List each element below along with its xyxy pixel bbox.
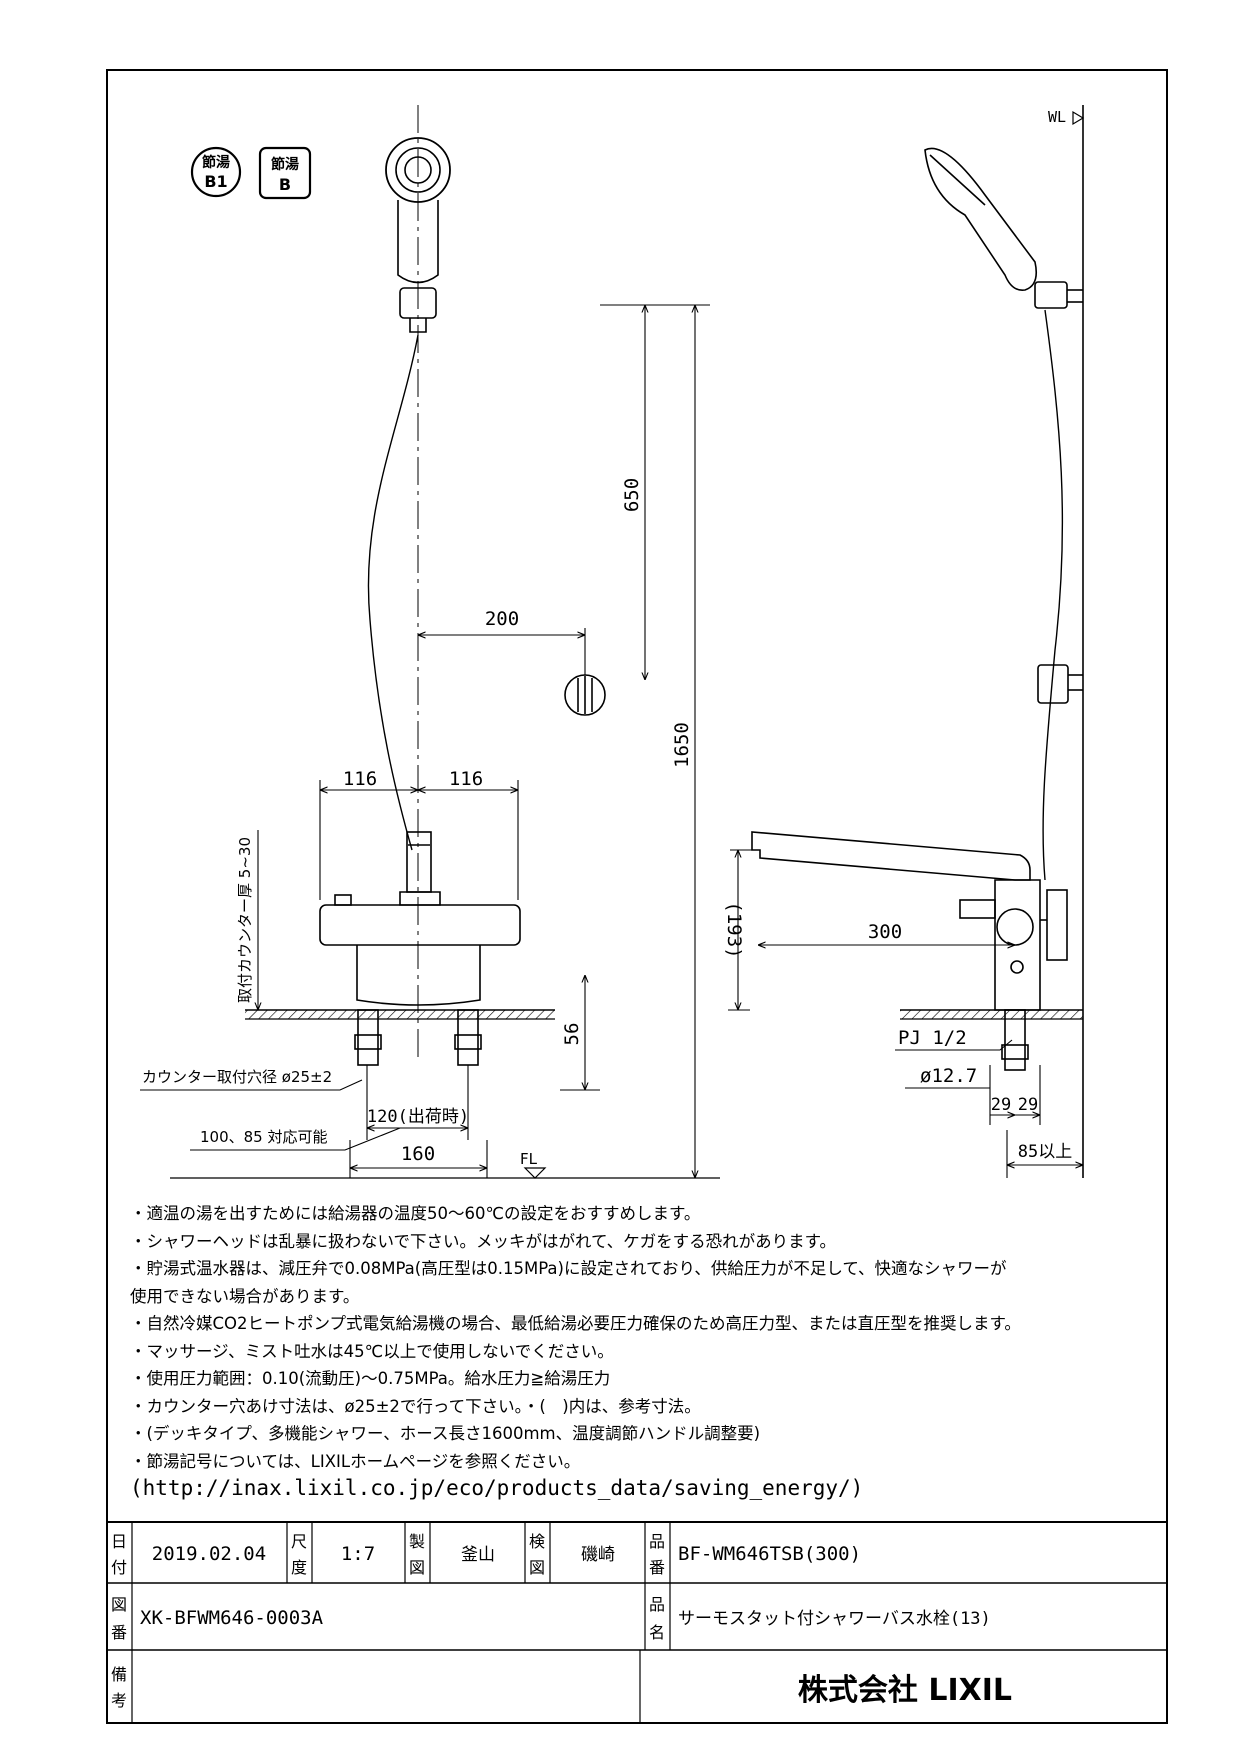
label-pitch: 100、85 対応可能 (200, 1128, 328, 1146)
counter-side (900, 1010, 1083, 1019)
shower-head-side (924, 147, 1083, 309)
supply-legs-front (354, 1009, 482, 1066)
tb-checked-label-2: 図 (529, 1558, 545, 1577)
dim-29-b: 29 (1018, 1095, 1038, 1115)
dim-116-right: 116 (449, 768, 483, 790)
dim-193: (193) (723, 901, 745, 958)
note-9: ・(デッキタイプ、多機能シャワー、ホース長さ1600mm、温度調節ハンドル調整要… (130, 1424, 761, 1443)
dim-1650: 1650 (671, 722, 693, 768)
tb-scale-label-2: 度 (291, 1558, 307, 1577)
tb-checked-label-1: 検 (529, 1532, 545, 1551)
tb-remarks-label-2: 考 (111, 1691, 127, 1710)
tb-drawn-label-2: 図 (409, 1558, 425, 1577)
note-7: ・使用圧力範囲：0.10(流動圧)～0.75MPa。給水圧力≧給湯圧力 (130, 1369, 611, 1388)
hose-side (1042, 309, 1064, 881)
dim-56: 56 (561, 1023, 583, 1046)
spout-side (751, 831, 1031, 881)
dim-120: 120(出荷時) (367, 1107, 469, 1127)
tb-drawing-no-label-2: 番 (111, 1623, 127, 1642)
notes-section: ・適温の湯を出すためには給湯器の温度50～60℃の設定をおすすめします。 ・シャ… (130, 1200, 1090, 1503)
faucet-body-front (319, 831, 521, 1006)
dim-300: 300 (868, 921, 902, 943)
tb-part-no-label-1: 品 (649, 1532, 665, 1551)
note-5: ・自然冷媒CO2ヒートポンプ式電気給湯機の場合、最低給湯必要圧力確保のため高圧力… (130, 1314, 1021, 1333)
title-block-text: 日 付 2019.02.04 尺 度 1:7 製 図 釜山 検 図 磯崎 品 番… (111, 1532, 1012, 1710)
note-4: 使用できない場合があります。 (130, 1286, 360, 1306)
tb-product-label-1: 品 (649, 1595, 665, 1614)
tb-date-label-1: 日 (111, 1532, 127, 1551)
dim-85: 85以上 (1018, 1142, 1072, 1162)
note-1: ・適温の湯を出すためには給湯器の温度50～60℃の設定をおすすめします。 (130, 1204, 701, 1223)
dim-dia: ø12.7 (920, 1065, 977, 1087)
dim-29-a: 29 (991, 1095, 1011, 1115)
dim-200: 200 (485, 608, 519, 630)
note-6: ・マッサージ、ミスト吐水は45℃以上で使用しないでください。 (130, 1341, 614, 1361)
dim-650: 650 (621, 478, 643, 512)
shower-head-front (385, 137, 451, 333)
badge-b-line1: 節湯 (271, 156, 299, 173)
front-view (170, 105, 720, 1179)
saving-badge-b1: 節湯 B1 (190, 146, 242, 198)
dim-160: 160 (401, 1143, 435, 1165)
saving-badge-b: 節湯 B (258, 146, 312, 200)
tb-date: 2019.02.04 (152, 1543, 266, 1565)
tb-drawn-by: 釜山 (461, 1545, 495, 1565)
tb-checked-by: 磯崎 (581, 1545, 615, 1565)
side-view (751, 105, 1085, 1178)
counter-front (245, 1010, 555, 1019)
hose-front (367, 334, 419, 851)
badge-b1-line1: 節湯 (202, 154, 230, 171)
badge-b1-line2: B1 (204, 172, 227, 191)
tb-scale-label-1: 尺 (291, 1532, 307, 1551)
tb-product-name: サーモスタット付シャワーバス水栓(13) (678, 1609, 991, 1629)
note-8: ・カウンター穴あけ寸法は、ø25±2で行って下さい。・( )内は、参考寸法。 (130, 1396, 701, 1416)
energy-saving-url[interactable]: (http://inax.lixil.co.jp/eco/products_da… (130, 1476, 864, 1500)
dim-pj: PJ 1/2 (898, 1027, 967, 1049)
side-dimensions (728, 849, 1083, 1178)
front-dimensions (140, 304, 710, 1178)
tb-part-no-label-2: 番 (649, 1558, 665, 1577)
note-10: ・節湯記号については、LIXILホームページを参照ください。 (130, 1451, 581, 1471)
dim-116-left: 116 (343, 768, 377, 790)
title-block (106, 1521, 1168, 1724)
label-counter-thickness: 取付カウンター厚 5~30 (236, 837, 254, 1003)
tb-product-label-2: 名 (649, 1623, 665, 1642)
badge-b-line2: B (279, 175, 291, 194)
tb-remarks-label-1: 備 (111, 1665, 127, 1684)
tb-part-no: BF-WM646TSB(300) (678, 1543, 861, 1565)
tb-drawing-no-label-1: 図 (111, 1595, 127, 1614)
tb-drawn-label-1: 製 (409, 1532, 425, 1551)
label-fl: FL (520, 1150, 538, 1168)
label-wl: WL (1048, 108, 1066, 126)
tb-company: 株式会社 LIXIL (798, 1673, 1012, 1708)
wall-holder-front (564, 674, 606, 716)
tb-scale: 1:7 (341, 1543, 375, 1565)
holder-side (1037, 664, 1069, 704)
note-3: ・貯湯式温水器は、減圧弁で0.08MPa(高圧型は0.15MPa)に設定されてお… (130, 1259, 1007, 1278)
tb-date-label-2: 付 (111, 1558, 127, 1577)
tb-drawing-no: XK-BFWM646-0003A (140, 1607, 324, 1629)
label-counter-hole: カウンター取付穴径 ø25±2 (142, 1068, 332, 1086)
note-2: ・シャワーヘッドは乱暴に扱わないで下さい。メッキがはがれて、ケガをする恐れがあり… (130, 1231, 837, 1251)
